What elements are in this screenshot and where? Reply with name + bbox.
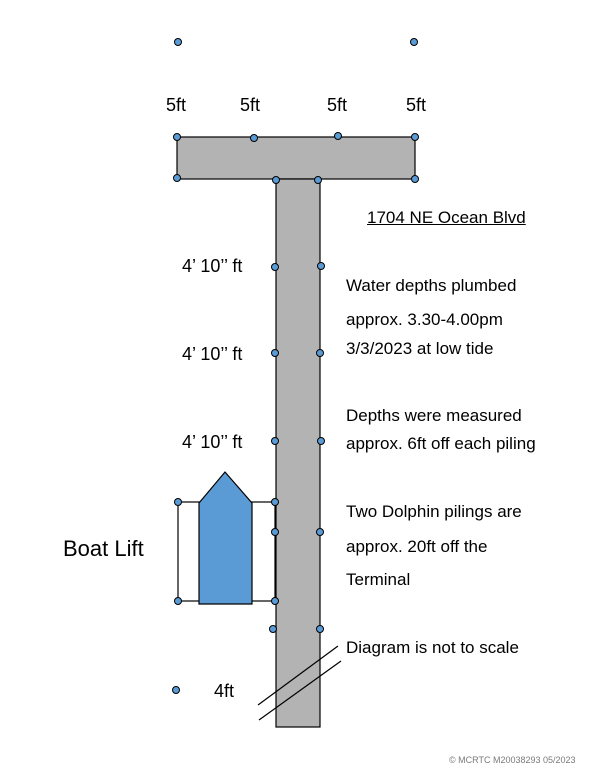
piling <box>271 597 279 605</box>
note-measured-line-1: Depths were measured <box>346 406 522 425</box>
dock-head <box>176 136 416 180</box>
note-dolphin-line-1: Two Dolphin pilings are <box>346 502 522 521</box>
piling <box>334 132 342 140</box>
copyright-watermark: © MCRTC M20038293 05/2023 <box>449 755 576 765</box>
note-plumbed-line-1: Water depths plumbed <box>346 276 517 295</box>
top-measure-2: 5ft <box>240 95 261 115</box>
piling <box>174 597 182 605</box>
top-measure-1: 5ft <box>166 95 187 115</box>
dolphin-piling <box>174 38 182 46</box>
piling <box>174 498 182 506</box>
address-title: 1704 NE Ocean Blvd <box>367 208 526 227</box>
note-scale: Diagram is not to scale <box>346 638 519 657</box>
piling <box>271 498 279 506</box>
depth-label-3: 4’ 10’’ ft <box>182 432 243 452</box>
note-plumbed-line-3: 3/3/2023 at low tide <box>346 339 494 358</box>
scale-break-line <box>257 645 339 706</box>
boat-lift-label: Boat Lift <box>63 536 144 561</box>
piling <box>314 176 322 184</box>
end-measure-label: 4ft <box>214 681 235 701</box>
note-dolphin-line-2: approx. 20ft off the <box>346 537 488 556</box>
pilings <box>172 38 419 694</box>
piling <box>173 133 181 141</box>
piling <box>317 262 325 270</box>
piling <box>411 175 419 183</box>
depth-label-1: 4’ 10’’ ft <box>182 256 243 276</box>
piling <box>271 437 279 445</box>
note-measured-line-2: approx. 6ft off each piling <box>346 434 536 453</box>
piling <box>271 528 279 536</box>
piling <box>271 263 279 271</box>
boat-shape <box>198 471 253 605</box>
dock-walkway <box>275 178 321 728</box>
piling <box>316 349 324 357</box>
piling <box>271 349 279 357</box>
piling <box>317 437 325 445</box>
piling <box>272 176 280 184</box>
piling <box>173 174 181 182</box>
dolphin-piling <box>172 686 180 694</box>
note-plumbed-line-2: approx. 3.30-4.00pm <box>346 310 503 329</box>
scale-break-line <box>258 660 342 721</box>
top-measure-4: 5ft <box>406 95 427 115</box>
piling <box>250 134 258 142</box>
top-measure-3: 5ft <box>327 95 348 115</box>
depth-label-2: 4’ 10’’ ft <box>182 344 243 364</box>
piling <box>316 528 324 536</box>
piling <box>269 625 277 633</box>
note-dolphin-line-3: Terminal <box>346 570 411 589</box>
piling <box>316 625 324 633</box>
dolphin-piling <box>410 38 418 46</box>
piling <box>411 133 419 141</box>
